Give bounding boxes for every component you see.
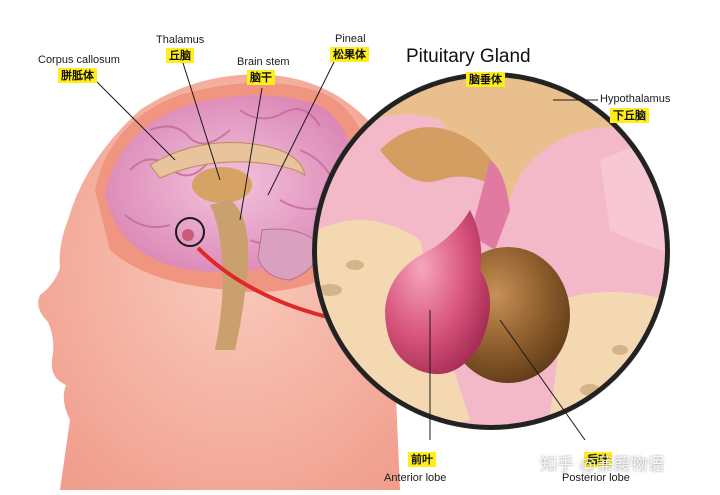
diagram-title: Pituitary Gland bbox=[406, 46, 531, 67]
label-thalamus-zh: 丘脑 bbox=[166, 48, 194, 63]
thalamus-shape bbox=[192, 167, 252, 203]
corpus-callosum-shape bbox=[149, 142, 306, 179]
label-thalamus: Thalamus bbox=[156, 34, 205, 46]
label-hypothalamus-zh: 下丘脑 bbox=[610, 108, 649, 123]
label-pineal-zh: 松果体 bbox=[330, 47, 369, 62]
label-posterior-lobe: Posterior lobe bbox=[562, 472, 630, 484]
label-corpus-callosum: Corpus callosum bbox=[38, 54, 120, 66]
leader-lines bbox=[94, 59, 598, 441]
label-hypothalamus: Hypothalamus bbox=[600, 93, 671, 105]
label-anterior-lobe: Anterior lobe bbox=[384, 472, 447, 484]
label-brain-stem: Brain stem bbox=[237, 56, 290, 68]
label-corpus-callosum-zh: 胼胝体 bbox=[58, 68, 97, 83]
watermark-text: 知乎 @蒹葭物语 bbox=[540, 455, 665, 475]
anterior-lobe-shape bbox=[385, 210, 490, 375]
pituitary-stalk bbox=[470, 160, 510, 250]
label-anterior-lobe-zh: 前叶 bbox=[408, 452, 436, 467]
label-posterior-lobe-zh: 后叶 bbox=[584, 452, 612, 467]
diagram-title-zh: 脑垂体 bbox=[466, 72, 505, 87]
pituitary-small-marker bbox=[175, 217, 205, 247]
cerebellum bbox=[257, 228, 321, 281]
zoom-arrow bbox=[196, 246, 341, 322]
label-pineal: Pineal bbox=[335, 33, 366, 45]
label-brain-stem-zh: 脑干 bbox=[247, 70, 275, 85]
